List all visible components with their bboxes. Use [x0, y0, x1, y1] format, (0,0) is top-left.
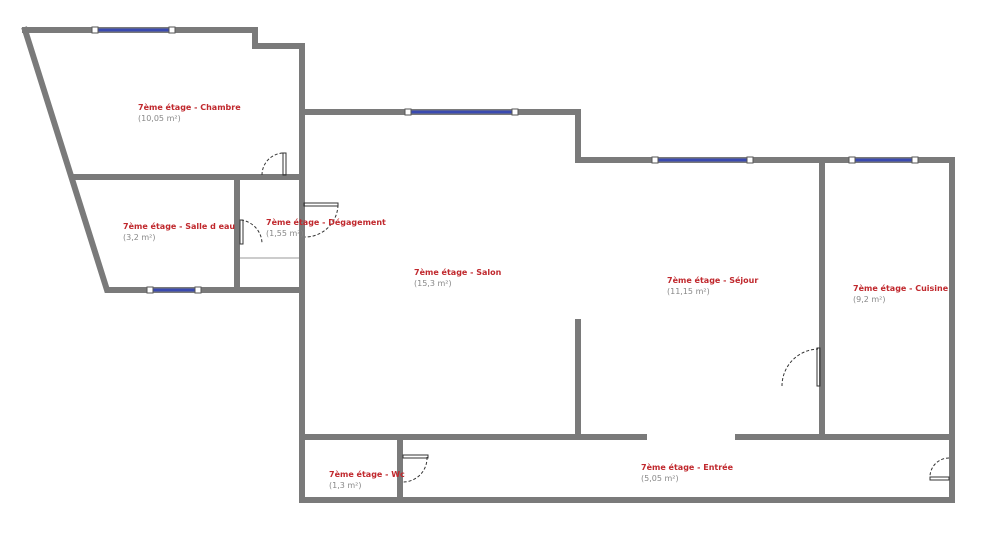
room-area: (11,15 m²)	[667, 287, 710, 296]
wall-main-outer	[299, 109, 955, 503]
doors	[239, 152, 950, 483]
room-name: 7ème étage - Entrée	[641, 463, 734, 472]
room-label-salle-deau: 7ème étage - Salle d eau (3,2 m²)	[123, 221, 235, 243]
room-area: (9,2 m²)	[853, 295, 886, 304]
window-icon	[651, 156, 754, 164]
room-name: 7ème étage - Salon	[414, 268, 502, 277]
wall-left-block-outer	[21, 26, 305, 293]
room-name: 7ème étage - Séjour	[667, 276, 759, 285]
room-label-sejour: 7ème étage - Séjour (11,15 m²)	[667, 275, 758, 297]
door-icon	[781, 347, 821, 387]
room-name: 7ème étage - Cuisine	[853, 284, 949, 293]
room-name: 7ème étage - Chambre	[138, 103, 241, 112]
room-label-cuisine: 7ème étage - Cuisine (9,2 m²)	[853, 283, 948, 305]
door-icon	[239, 219, 263, 245]
door-icon	[261, 152, 287, 176]
door-icon	[929, 457, 950, 481]
window-icon	[848, 156, 919, 164]
window-icon	[91, 26, 176, 34]
room-label-degagement: 7ème étage - Dégagement (1,55 m²)	[266, 217, 386, 239]
walls	[21, 26, 955, 503]
room-area: (15,3 m²)	[414, 279, 452, 288]
room-name: 7ème étage - Wc	[329, 470, 405, 479]
room-label-salon: 7ème étage - Salon (15,3 m²)	[414, 267, 501, 289]
room-area: (3,2 m²)	[123, 233, 156, 242]
windows	[91, 26, 919, 294]
room-area: (10,05 m²)	[138, 114, 181, 123]
room-area: (5,05 m²)	[641, 474, 679, 483]
room-label-entree: 7ème étage - Entrée (5,05 m²)	[641, 462, 733, 484]
room-area: (1,3 m²)	[329, 481, 362, 490]
room-label-chambre: 7ème étage - Chambre (10,05 m²)	[138, 102, 241, 124]
room-label-wc: 7ème étage - Wc (1,3 m²)	[329, 469, 405, 491]
door-icon	[402, 454, 429, 483]
room-name: 7ème étage - Salle d eau	[123, 222, 236, 231]
room-area: (1,55 m²)	[266, 229, 304, 238]
door-icon	[303, 202, 339, 238]
room-name: 7ème étage - Dégagement	[266, 218, 386, 227]
window-icon	[404, 108, 519, 116]
window-icon	[146, 286, 202, 294]
